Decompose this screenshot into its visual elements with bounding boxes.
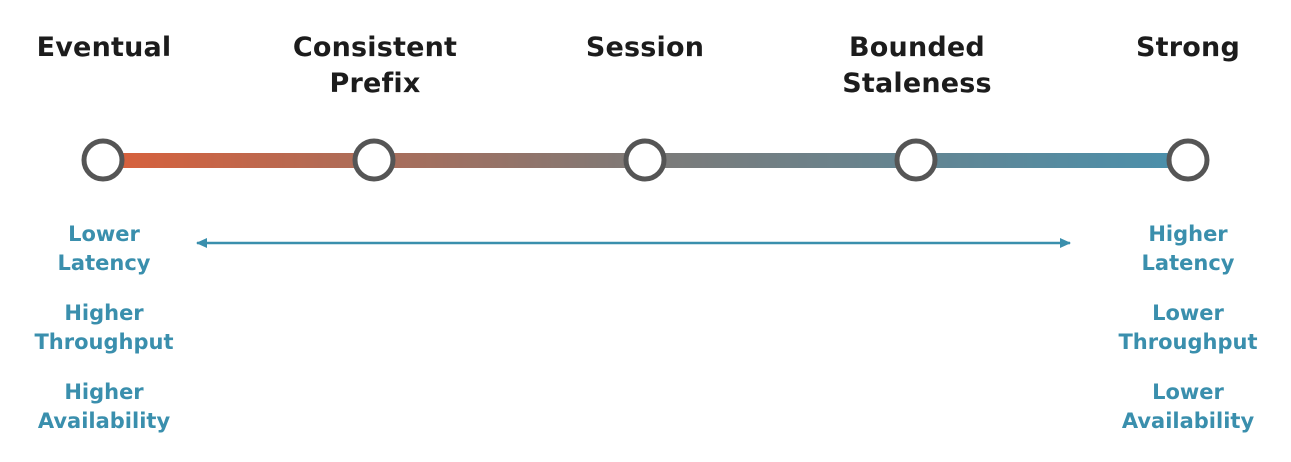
level-label-strong: Strong bbox=[1068, 30, 1291, 66]
level-label-line1: Consistent bbox=[292, 32, 458, 63]
level-label-session: Session bbox=[525, 30, 765, 66]
tradeoff-availability: Lower Availability bbox=[1068, 378, 1291, 436]
tradeoff-metric: Throughput bbox=[34, 330, 174, 354]
level-label-line1: Eventual bbox=[36, 32, 172, 63]
level-label-line2: Staleness bbox=[842, 68, 992, 99]
tradeoff-latency: Higher Latency bbox=[1068, 220, 1291, 278]
node-bounded-staleness bbox=[894, 138, 938, 182]
tradeoff-qualifier: Higher bbox=[1148, 222, 1228, 246]
right-tradeoffs: Higher Latency Lower Throughput Lower Av… bbox=[1068, 220, 1291, 457]
level-label-eventual: Eventual bbox=[0, 30, 224, 66]
level-label-consistent-prefix: Consistent Prefix bbox=[255, 30, 495, 102]
node-consistent-prefix bbox=[352, 138, 396, 182]
level-label-line1: Session bbox=[585, 32, 705, 63]
tradeoff-throughput: Higher Throughput bbox=[0, 299, 224, 357]
tradeoff-qualifier: Lower bbox=[68, 222, 140, 246]
level-label-line1: Bounded bbox=[849, 32, 985, 63]
level-label-line1: Strong bbox=[1136, 32, 1240, 63]
tradeoff-metric: Availability bbox=[37, 409, 171, 433]
node-eventual bbox=[81, 138, 125, 182]
tradeoff-throughput: Lower Throughput bbox=[1068, 299, 1291, 357]
tradeoff-metric: Latency bbox=[57, 251, 151, 275]
tradeoff-qualifier: Higher bbox=[64, 301, 144, 325]
tradeoff-metric: Availability bbox=[1121, 409, 1255, 433]
level-label-bounded-staleness: Bounded Staleness bbox=[797, 30, 1037, 102]
tradeoff-latency: Lower Latency bbox=[0, 220, 224, 278]
left-tradeoffs: Lower Latency Higher Throughput Higher A… bbox=[0, 220, 224, 457]
level-label-line2: Prefix bbox=[329, 68, 421, 99]
tradeoff-availability: Higher Availability bbox=[0, 378, 224, 436]
tradeoff-qualifier: Higher bbox=[64, 380, 144, 404]
tradeoff-qualifier: Lower bbox=[1152, 301, 1224, 325]
tradeoff-metric: Latency bbox=[1141, 251, 1235, 275]
tradeoff-qualifier: Lower bbox=[1152, 380, 1224, 404]
node-session bbox=[623, 138, 667, 182]
tradeoff-metric: Throughput bbox=[1118, 330, 1258, 354]
node-strong bbox=[1166, 138, 1210, 182]
